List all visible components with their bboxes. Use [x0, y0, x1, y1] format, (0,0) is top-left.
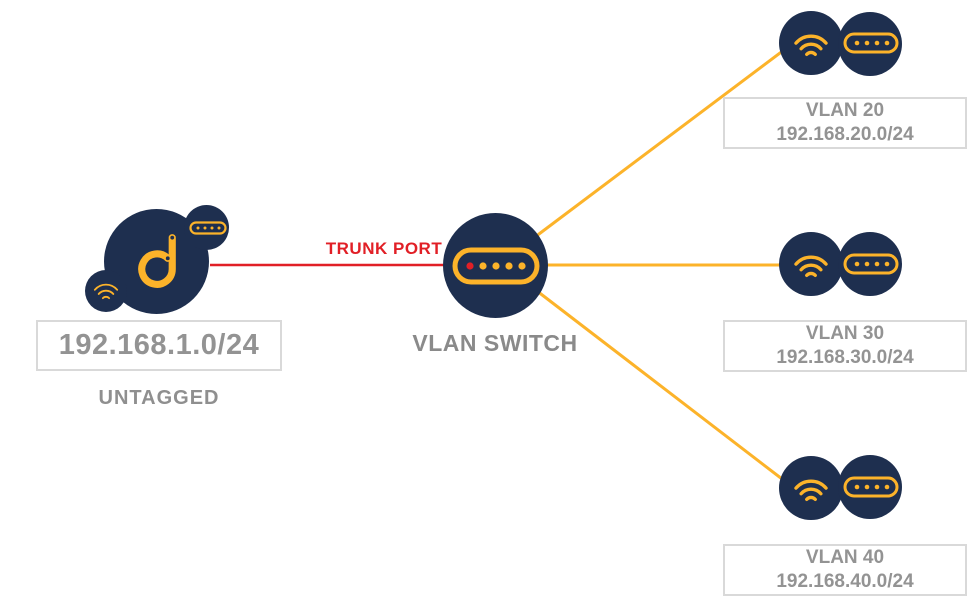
vlan30-switch-circle [838, 232, 902, 296]
ethernet-switch-icon [452, 247, 540, 285]
ethernet-switch-icon [189, 221, 227, 235]
wifi-icon [794, 255, 828, 277]
wifi-icon [794, 479, 828, 501]
vlan40-link-line [536, 289, 787, 484]
trunk-port-label: TRUNK PORT [325, 239, 443, 258]
wifi-icon [794, 34, 828, 56]
ethernet-switch-icon [843, 32, 899, 54]
trunk-port-dot [466, 262, 474, 270]
vlan30-title: VLAN 30 [805, 323, 885, 344]
ethernet-switch-icon [843, 476, 899, 498]
vlan20-link-line [534, 45, 789, 239]
vlan20-subnet: 192.168.20.0/24 [776, 124, 914, 145]
vlan40-label-box: VLAN 40 192.168.40.0/24 [723, 544, 967, 596]
wifi-icon [93, 283, 119, 300]
vlan30-label-box: VLAN 30 192.168.30.0/24 [723, 320, 967, 372]
vlan20-switch-circle [838, 12, 902, 76]
domotz-logo-icon [138, 234, 176, 288]
router-subnet-label: 192.168.1.0/24 [58, 329, 260, 361]
untagged-label: UNTAGGED [98, 387, 220, 409]
vlan20-label-box: VLAN 20 192.168.20.0/24 [723, 97, 967, 149]
vlan40-subnet: 192.168.40.0/24 [776, 571, 914, 592]
vlan40-switch-circle [838, 455, 902, 519]
vlan-switch-label: VLAN SWITCH [412, 330, 578, 356]
router-subnet-box: 192.168.1.0/24 [36, 320, 282, 371]
ethernet-switch-icon [843, 253, 899, 275]
vlan40-title: VLAN 40 [805, 547, 885, 568]
vlan20-title: VLAN 20 [805, 100, 885, 121]
vlan30-subnet: 192.168.30.0/24 [776, 347, 914, 368]
